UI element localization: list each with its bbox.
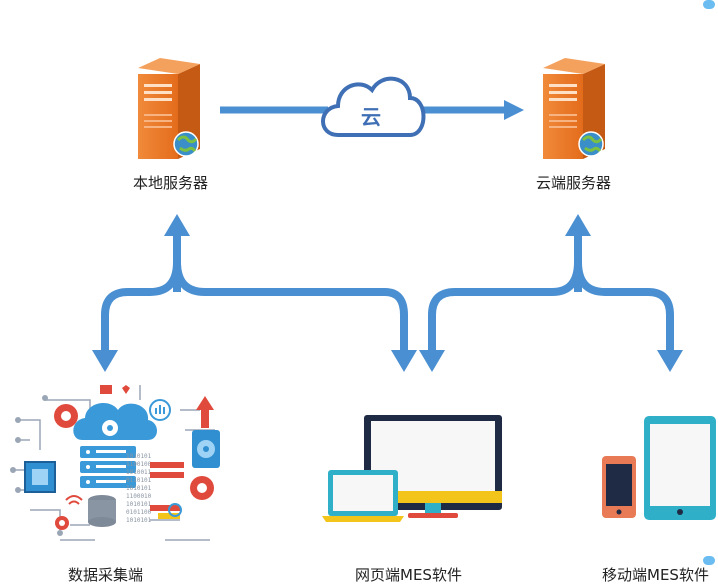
tablet-icon — [644, 416, 716, 520]
svg-text:1010011: 1010011 — [126, 469, 152, 476]
svg-text:1010101: 1010101 — [126, 501, 152, 508]
right-bracket-arrows — [428, 232, 674, 350]
server-link-arrowhead — [504, 100, 524, 120]
arrowhead-down-collection — [92, 350, 118, 372]
svg-text:0110101: 0110101 — [126, 477, 152, 484]
arrowhead-down-mobile — [657, 350, 683, 372]
monitor-icon — [364, 415, 502, 518]
phone-icon — [602, 456, 636, 518]
svg-text:1100010: 1100010 — [126, 493, 152, 500]
laptop-icon — [322, 470, 404, 522]
svg-text:1100100: 1100100 — [126, 461, 152, 468]
left-bracket-arrows — [101, 232, 408, 350]
cloud-glyph: 云 — [361, 105, 381, 129]
arrowhead-down-web-left — [391, 350, 417, 372]
svg-text:1010101: 1010101 — [126, 453, 152, 460]
arrowhead-up-cloud — [565, 214, 591, 236]
arrowhead-down-web-right — [419, 350, 445, 372]
svg-text:1010101: 1010101 — [126, 485, 152, 492]
svg-text:1010101: 1010101 — [126, 517, 152, 524]
web-mes-label: 网页端MES软件 — [355, 566, 462, 584]
local-server-icon — [136, 56, 202, 161]
cloud-icon: 云 — [321, 76, 426, 137]
local-server-label: 本地服务器 — [133, 174, 209, 192]
corner-dot-bottom — [703, 556, 715, 565]
cloud-server-label: 云端服务器 — [536, 174, 612, 192]
svg-text:0101100: 0101100 — [126, 509, 152, 516]
corner-dot-top — [703, 0, 715, 9]
mobile-mes-label: 移动端MES软件 — [602, 566, 709, 584]
arrowhead-up-local — [164, 214, 190, 236]
data-collection-label: 数据采集端 — [68, 566, 144, 584]
cloud-server-icon — [541, 56, 607, 161]
